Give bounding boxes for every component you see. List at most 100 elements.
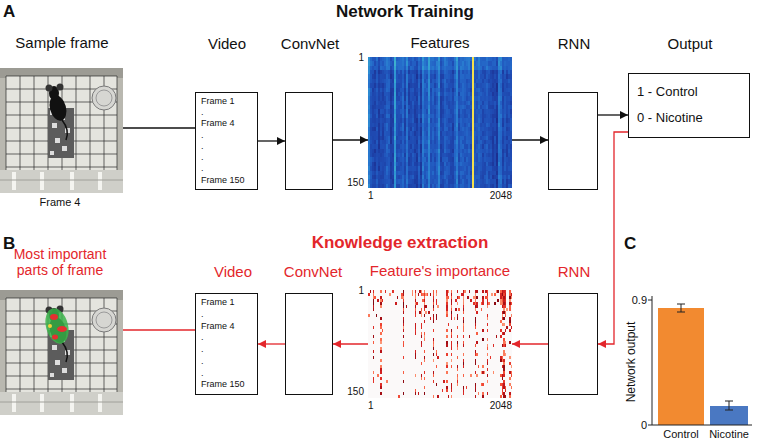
- heatmap-cell: [470, 127, 472, 132]
- heatmap-cell: [486, 74, 488, 79]
- heatmap-cell: [482, 140, 484, 145]
- heatmap-cell: [474, 114, 476, 119]
- heatmap-cell: [484, 149, 486, 154]
- heatmap-cell: [368, 66, 370, 71]
- heatmap-cell: [370, 70, 372, 75]
- heatmap-cell: [410, 74, 412, 79]
- heatmap-cell: [374, 166, 376, 171]
- heatmap-cell: [376, 57, 378, 62]
- heatmap-cell: [412, 136, 414, 141]
- heatmap-cell: [456, 162, 458, 167]
- heatmap-cell: [476, 96, 478, 101]
- heatmap-cell: [454, 70, 456, 75]
- heatmap-cell: [506, 114, 508, 119]
- heatmap-cell: [408, 83, 410, 88]
- heatmap-cell: [504, 66, 506, 71]
- heatmap-cell: [482, 153, 484, 158]
- heatmap-cell: [466, 144, 468, 149]
- heatmap-cell: [382, 171, 384, 176]
- heatmap-cell: [454, 175, 456, 180]
- heatmap-cell: [390, 140, 392, 145]
- heatmap-cell: [412, 131, 414, 136]
- heatmap-cell: [428, 140, 430, 145]
- heatmap-cell: [376, 96, 378, 101]
- heatmap-cell: [464, 123, 466, 128]
- heatmap-cell: [454, 140, 456, 145]
- heatmap-cell: [372, 118, 374, 123]
- heatmap-cell: [454, 118, 456, 123]
- heatmap-cell: [472, 127, 474, 132]
- heatmap-cell: [406, 61, 408, 66]
- heatmap-cell: [368, 123, 370, 128]
- heatmap-cell: [494, 123, 496, 128]
- heatmap-cell: [450, 61, 452, 66]
- heatmap-cell: [372, 140, 374, 145]
- heatmap-cell: [388, 118, 390, 123]
- heatmap-cell: [502, 144, 504, 149]
- heatmap-cell: [410, 171, 412, 176]
- heatmap-cell: [498, 149, 500, 154]
- heatmap-cell: [402, 114, 404, 119]
- heatmap-cell: [422, 96, 424, 101]
- heatmap-cell: [374, 162, 376, 167]
- heatmap-cell: [384, 127, 386, 132]
- heatmap-cell: [436, 96, 438, 101]
- heatmap-cell: [498, 57, 500, 62]
- heatmap-cell: [416, 171, 418, 176]
- heatmap-cell: [458, 144, 460, 149]
- heatmap-cell: [440, 57, 442, 62]
- heatmap-cell: [502, 57, 504, 62]
- heatmap-cell: [390, 74, 392, 79]
- heatmap-cell: [510, 57, 512, 62]
- heatmap-cell: [456, 66, 458, 71]
- heatmap-cell: [422, 144, 424, 149]
- heatmap-cell: [368, 175, 370, 180]
- heatmap-cell: [460, 149, 462, 154]
- heatmap-cell: [394, 136, 396, 141]
- heatmap-cell: [422, 74, 424, 79]
- heatmap-cell: [400, 96, 402, 101]
- heatmap-cell: [486, 131, 488, 136]
- heatmap-cell: [412, 92, 414, 97]
- heatmap-cell: [502, 118, 504, 123]
- heatmap-cell: [498, 131, 500, 136]
- heatmap-cell: [484, 153, 486, 158]
- heatmap-cell: [392, 83, 394, 88]
- heatmap-cell: [506, 96, 508, 101]
- heatmap-cell: [396, 88, 398, 93]
- heatmap-cell: [426, 105, 428, 110]
- heatmap-cell: [406, 83, 408, 88]
- heatmap-cell: [434, 127, 436, 132]
- heatmap-cell: [416, 153, 418, 158]
- heatmap-cell: [486, 123, 488, 128]
- heatmap-cell: [394, 105, 396, 110]
- heatmap-cell: [378, 175, 380, 180]
- heatmap-cell: [378, 57, 380, 62]
- heatmap-cell: [422, 83, 424, 88]
- heatmap-cell: [496, 96, 498, 101]
- heatmap-cell: [440, 114, 442, 119]
- heatmap-cell: [398, 114, 400, 119]
- heatmap-cell: [508, 157, 510, 162]
- heatmap-cell: [386, 123, 388, 128]
- heatmap-cell: [420, 140, 422, 145]
- heatmap-cell: [500, 92, 502, 97]
- heatmap-cell: [464, 118, 466, 123]
- heatmap-cell: [416, 61, 418, 66]
- heatmap-cell: [428, 109, 430, 114]
- heatmap-cell: [410, 140, 412, 145]
- heatmap-cell: [368, 153, 370, 158]
- heatmap-cell: [444, 123, 446, 128]
- heatmap-cell: [438, 79, 440, 84]
- heatmap-cell: [492, 144, 494, 149]
- heatmap-cell: [494, 83, 496, 88]
- heatmap-cell: [406, 162, 408, 167]
- heatmap-cell: [500, 114, 502, 119]
- heatmap-cell: [374, 83, 376, 88]
- heatmap-cell: [382, 92, 384, 97]
- heatmap-cell: [404, 96, 406, 101]
- heatmap-cell: [478, 149, 480, 154]
- heatmap-cell: [422, 79, 424, 84]
- heatmap-cell: [470, 70, 472, 75]
- heatmap-cell: [432, 157, 434, 162]
